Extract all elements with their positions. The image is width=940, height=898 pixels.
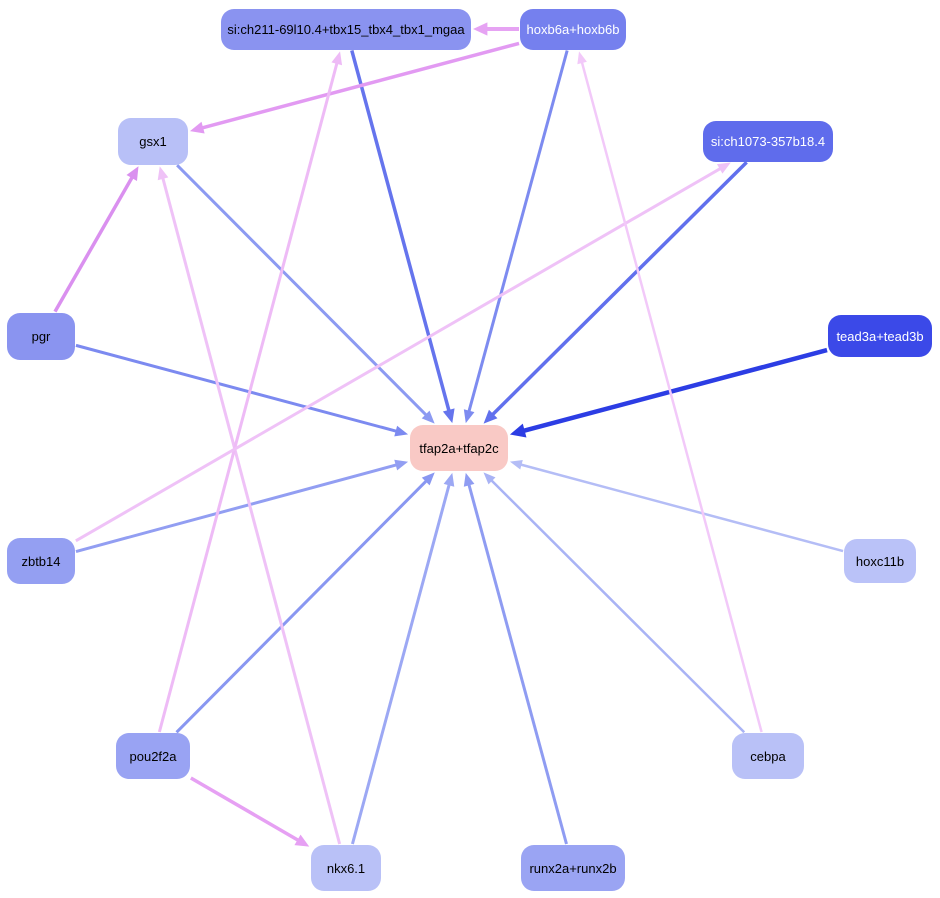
node-pou2f2a[interactable]: pou2f2a — [116, 733, 190, 779]
arrowhead-icon — [463, 409, 475, 424]
node-label: zbtb14 — [21, 553, 61, 569]
edge-line — [350, 482, 451, 845]
node-hoxc11b[interactable]: hoxc11b — [844, 539, 916, 583]
edge-cebpa-to-hoxb6a — [577, 51, 763, 733]
edge-line — [53, 175, 135, 313]
node-hoxb6a[interactable]: hoxb6a+hoxb6b — [520, 8, 626, 50]
edge-line — [75, 166, 723, 543]
arrowhead-icon — [716, 162, 731, 174]
node-label: cebpa — [750, 748, 786, 764]
edge-line — [157, 61, 339, 733]
arrowhead-icon — [473, 22, 488, 36]
edge-tead3a-to-tfap2a — [509, 347, 828, 438]
edge-line — [75, 343, 399, 434]
arrowhead-icon — [421, 410, 435, 424]
node-pgr[interactable]: pgr — [7, 312, 75, 360]
edge-line — [175, 479, 429, 734]
edge-line — [519, 463, 844, 553]
edge-line — [161, 176, 342, 845]
arrowhead-icon — [394, 425, 409, 437]
edge-hoxb6a-to-gsx1 — [189, 41, 520, 134]
node-label: hoxc11b — [855, 553, 905, 569]
edge-hoxc11b-to-tfap2a — [509, 460, 844, 553]
edge-runx2a-to-tfap2a — [463, 472, 568, 845]
edge-pou2f2a-to-tfap2a — [175, 472, 435, 734]
edge-line — [580, 60, 763, 733]
edge-gsx1-to-tfap2a — [176, 164, 435, 424]
arrowhead-icon — [442, 408, 455, 424]
edge-line — [490, 160, 748, 417]
node-tfap2a[interactable]: tfap2a+tfap2c — [410, 425, 508, 471]
edge-line — [467, 50, 569, 414]
edge-line — [522, 347, 828, 434]
arrowhead-icon — [509, 460, 523, 470]
arrowhead-icon — [577, 51, 587, 65]
edge-line — [189, 776, 301, 843]
arrowhead-icon — [189, 121, 205, 134]
node-label: si:ch1073-357b18.4 — [710, 133, 826, 149]
node-gsx1[interactable]: gsx1 — [118, 117, 188, 165]
node-zbtb14[interactable]: zbtb14 — [7, 538, 75, 584]
edge-zbtb14-to-tfap2a — [75, 459, 409, 553]
edge-line — [467, 482, 568, 845]
edge-line — [75, 463, 399, 553]
edge-nkx61-to-gsx1 — [157, 166, 342, 845]
arrowhead-icon — [331, 51, 343, 66]
node-tead3a[interactable]: tead3a+tead3b — [828, 315, 932, 357]
edge-hoxb6a-to-tfap2a — [463, 50, 569, 424]
arrowhead-icon — [509, 423, 527, 438]
arrowhead-icon — [421, 472, 435, 486]
arrowhead-icon — [126, 166, 139, 182]
node-label: runx2a+runx2b — [529, 860, 617, 876]
arrowhead-icon — [294, 834, 310, 847]
node-label: hoxb6a+hoxb6b — [526, 21, 620, 37]
edge-pgr-to-gsx1 — [53, 166, 139, 313]
edge-nkx61-to-tfap2a — [350, 472, 455, 845]
arrowhead-icon — [157, 166, 169, 181]
node-label: pou2f2a — [129, 748, 177, 764]
edge-line — [489, 478, 746, 734]
edge-pgr-to-tfap2a — [75, 343, 409, 437]
edge-line — [200, 41, 520, 130]
arrowhead-icon — [443, 472, 455, 487]
arrowhead-icon — [483, 472, 496, 485]
node-runx2a[interactable]: runx2a+runx2b — [521, 845, 625, 891]
node-label: pgr — [31, 328, 51, 344]
node-label: si:ch211-69l10.4+tbx15_tbx4_tbx1_mgaa — [227, 21, 465, 37]
edge-line — [176, 164, 429, 417]
edge-cebpa-to-tfap2a — [483, 472, 746, 734]
edge-pou2f2a-to-sich211 — [157, 51, 343, 733]
node-label: tfap2a+tfap2c — [419, 440, 499, 456]
node-label: gsx1 — [139, 133, 167, 149]
node-cebpa[interactable]: cebpa — [732, 733, 804, 779]
node-sich1073[interactable]: si:ch1073-357b18.4 — [703, 120, 833, 162]
arrowhead-icon — [483, 409, 498, 424]
arrowhead-icon — [463, 472, 475, 487]
node-label: nkx6.1 — [326, 860, 366, 876]
node-label: tead3a+tead3b — [836, 328, 924, 344]
edge-line — [350, 50, 451, 413]
edge-pou2f2a-to-nkx61 — [189, 776, 310, 847]
edge-hoxb6a-to-sich211 — [473, 22, 519, 36]
edge-zbtb14-to-sich1073 — [75, 162, 731, 543]
edge-sich1073-to-tfap2a — [483, 160, 748, 424]
arrowhead-icon — [394, 459, 409, 471]
node-nkx61[interactable]: nkx6.1 — [311, 845, 381, 891]
node-sich211[interactable]: si:ch211-69l10.4+tbx15_tbx4_tbx1_mgaa — [221, 8, 471, 50]
edge-sich211-to-tfap2a — [350, 50, 455, 424]
